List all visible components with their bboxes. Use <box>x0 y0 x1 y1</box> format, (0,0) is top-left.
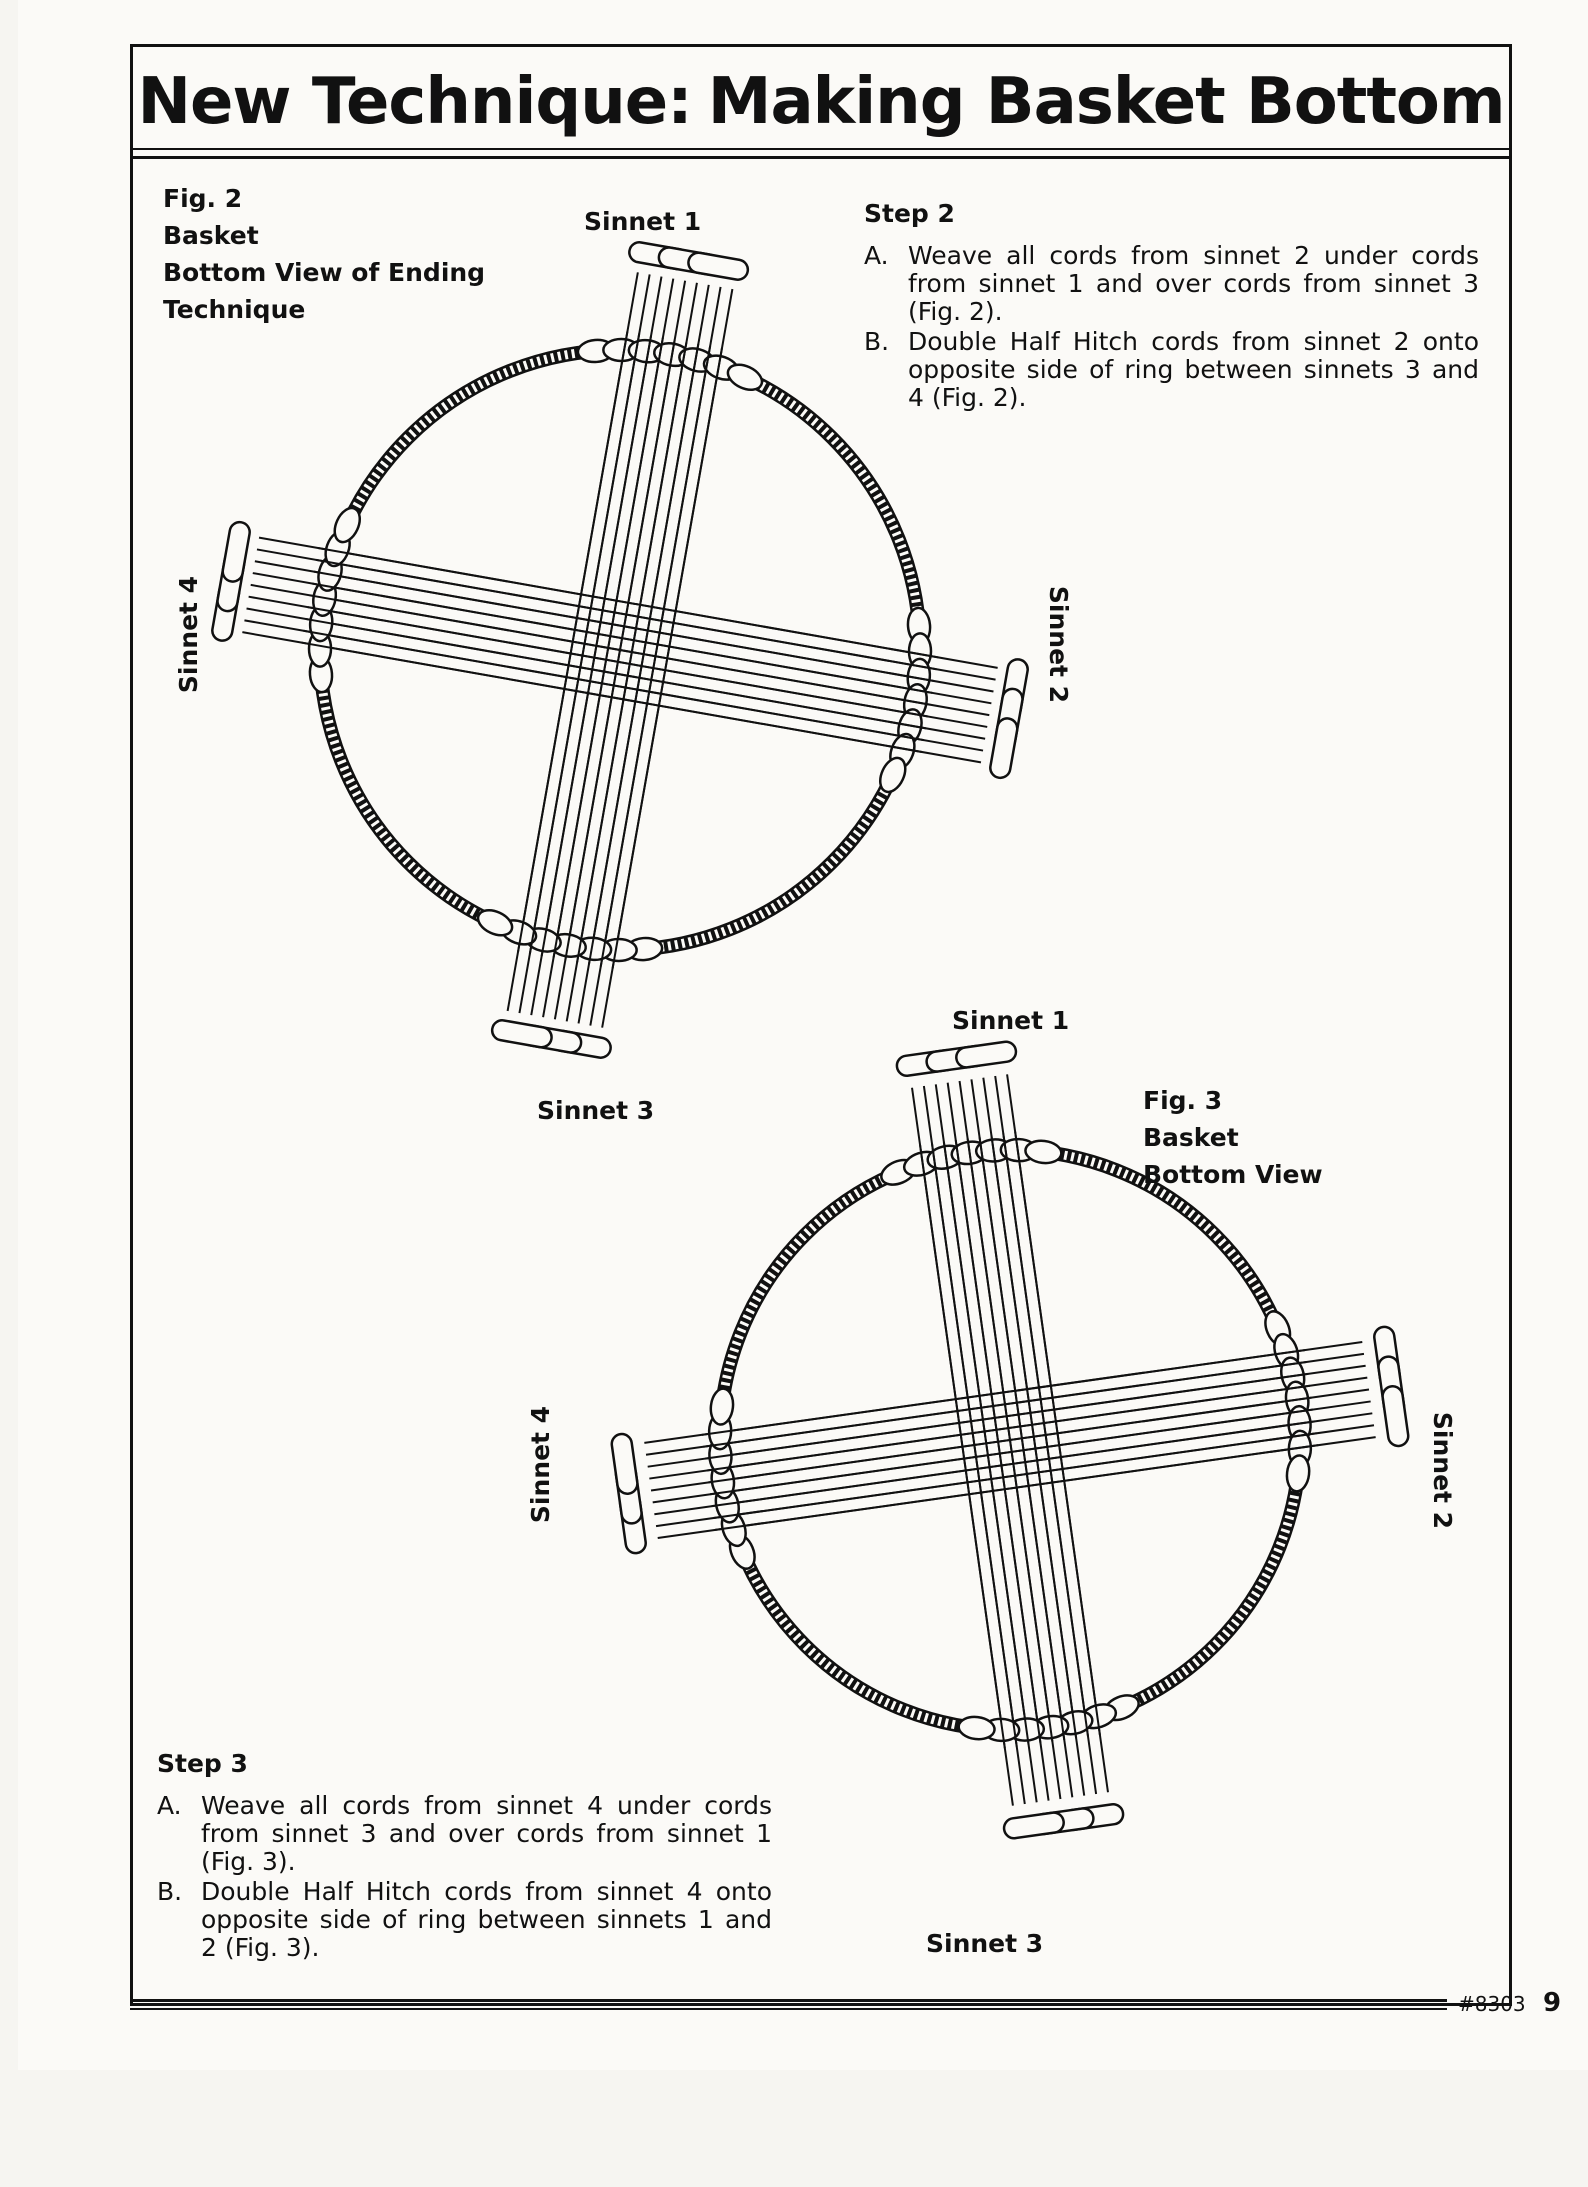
cord-line <box>301 643 981 763</box>
fig2-sinnet1-label: Sinnet 1 <box>584 207 701 236</box>
step3-item-letter: A. <box>157 1792 201 1876</box>
cord-line <box>577 283 697 963</box>
cord-line <box>304 631 984 751</box>
fig2-caption-line: Basket <box>163 217 485 254</box>
fig3-sinnet2-label: Sinnet 2 <box>1428 1412 1457 1529</box>
knot-shape <box>957 1715 995 1741</box>
sinnet-cord-bundle <box>955 1040 1017 1068</box>
pattern-code: #8303 <box>1458 1992 1526 2016</box>
knot-shape <box>709 1387 735 1425</box>
cord-line <box>601 287 721 967</box>
fig3-caption-line: Fig. 3 <box>1143 1082 1323 1119</box>
cord-line <box>542 277 662 957</box>
sinnet-cord-bundle <box>989 717 1019 780</box>
sinnet-cord-bundle <box>610 1433 638 1495</box>
cord-line <box>530 274 650 954</box>
step3-item-text: Double Half Hitch cords from sinnet 4 on… <box>201 1878 772 1962</box>
page-number: 9 <box>1543 1988 1561 2018</box>
fig2-caption: Fig. 2 Basket Bottom View of Ending Tech… <box>163 180 485 328</box>
sinnet-cord-bundle <box>1381 1385 1409 1447</box>
fig3-sinnet1-label: Sinnet 1 <box>952 1006 1069 1035</box>
cord-line <box>306 619 986 739</box>
fig2-sinnet3-label: Sinnet 3 <box>537 1096 654 1125</box>
cord-line <box>308 607 988 727</box>
knot-shape <box>1024 1139 1062 1165</box>
step2-item-text: Double Half Hitch cords from sinnet 2 on… <box>908 328 1479 412</box>
fig2-caption-line: Technique <box>163 291 485 328</box>
fig3-sinnet4-label: Sinnet 4 <box>526 1406 555 1523</box>
step2-item: A. Weave all cords from sinnet 2 under c… <box>864 242 1479 326</box>
step2-heading: Step 2 <box>864 200 1479 228</box>
fig3-caption: Fig. 3 Basket Bottom View <box>1143 1082 1323 1193</box>
sinnet-cord-bundle <box>491 1019 554 1049</box>
step2-item-letter: B. <box>864 328 908 412</box>
cord-line <box>518 272 638 952</box>
fig2-sinnet2-label: Sinnet 2 <box>1044 586 1073 703</box>
footer-rule <box>130 2008 1447 2010</box>
step3-item-letter: B. <box>157 1878 201 1962</box>
step3-item: B. Double Half Hitch cords from sinnet 4… <box>157 1878 772 1962</box>
sinnet-cord-bundle <box>1003 1811 1065 1839</box>
footer-rule <box>130 1999 1447 2002</box>
fig2-sinnet4-label: Sinnet 4 <box>174 576 203 693</box>
cord-line <box>312 583 992 703</box>
cord-line <box>565 281 685 961</box>
cord-line <box>316 560 996 680</box>
step2-item-text: Weave all cords from sinnet 2 under cord… <box>908 242 1479 326</box>
fig2-caption-line: Bottom View of Ending <box>163 254 485 291</box>
step3-block: Step 3 A. Weave all cords from sinnet 4 … <box>157 1750 772 1964</box>
cord-line <box>318 548 998 668</box>
cord-line <box>553 279 673 959</box>
knot-shape <box>1285 1454 1311 1492</box>
sinnet-cord-bundle <box>687 251 750 281</box>
cord-line <box>310 595 990 715</box>
sinnet-cord-bundle <box>221 521 251 584</box>
cord-line <box>589 285 709 965</box>
cord-line <box>613 289 733 969</box>
step3-item: A. Weave all cords from sinnet 4 under c… <box>157 1792 772 1876</box>
step2-item: B. Double Half Hitch cords from sinnet 2… <box>864 328 1479 412</box>
step2-block: Step 2 A. Weave all cords from sinnet 2 … <box>864 200 1479 414</box>
fig3-sinnet3-label: Sinnet 3 <box>926 1929 1043 1958</box>
fig3-caption-line: Bottom View <box>1143 1156 1323 1193</box>
fig2-caption-line: Fig. 2 <box>163 180 485 217</box>
fig3-caption-line: Basket <box>1143 1119 1323 1156</box>
step3-heading: Step 3 <box>157 1750 772 1778</box>
step2-item-letter: A. <box>864 242 908 326</box>
step3-item-text: Weave all cords from sinnet 4 under cord… <box>201 1792 772 1876</box>
cord-line <box>314 572 994 692</box>
